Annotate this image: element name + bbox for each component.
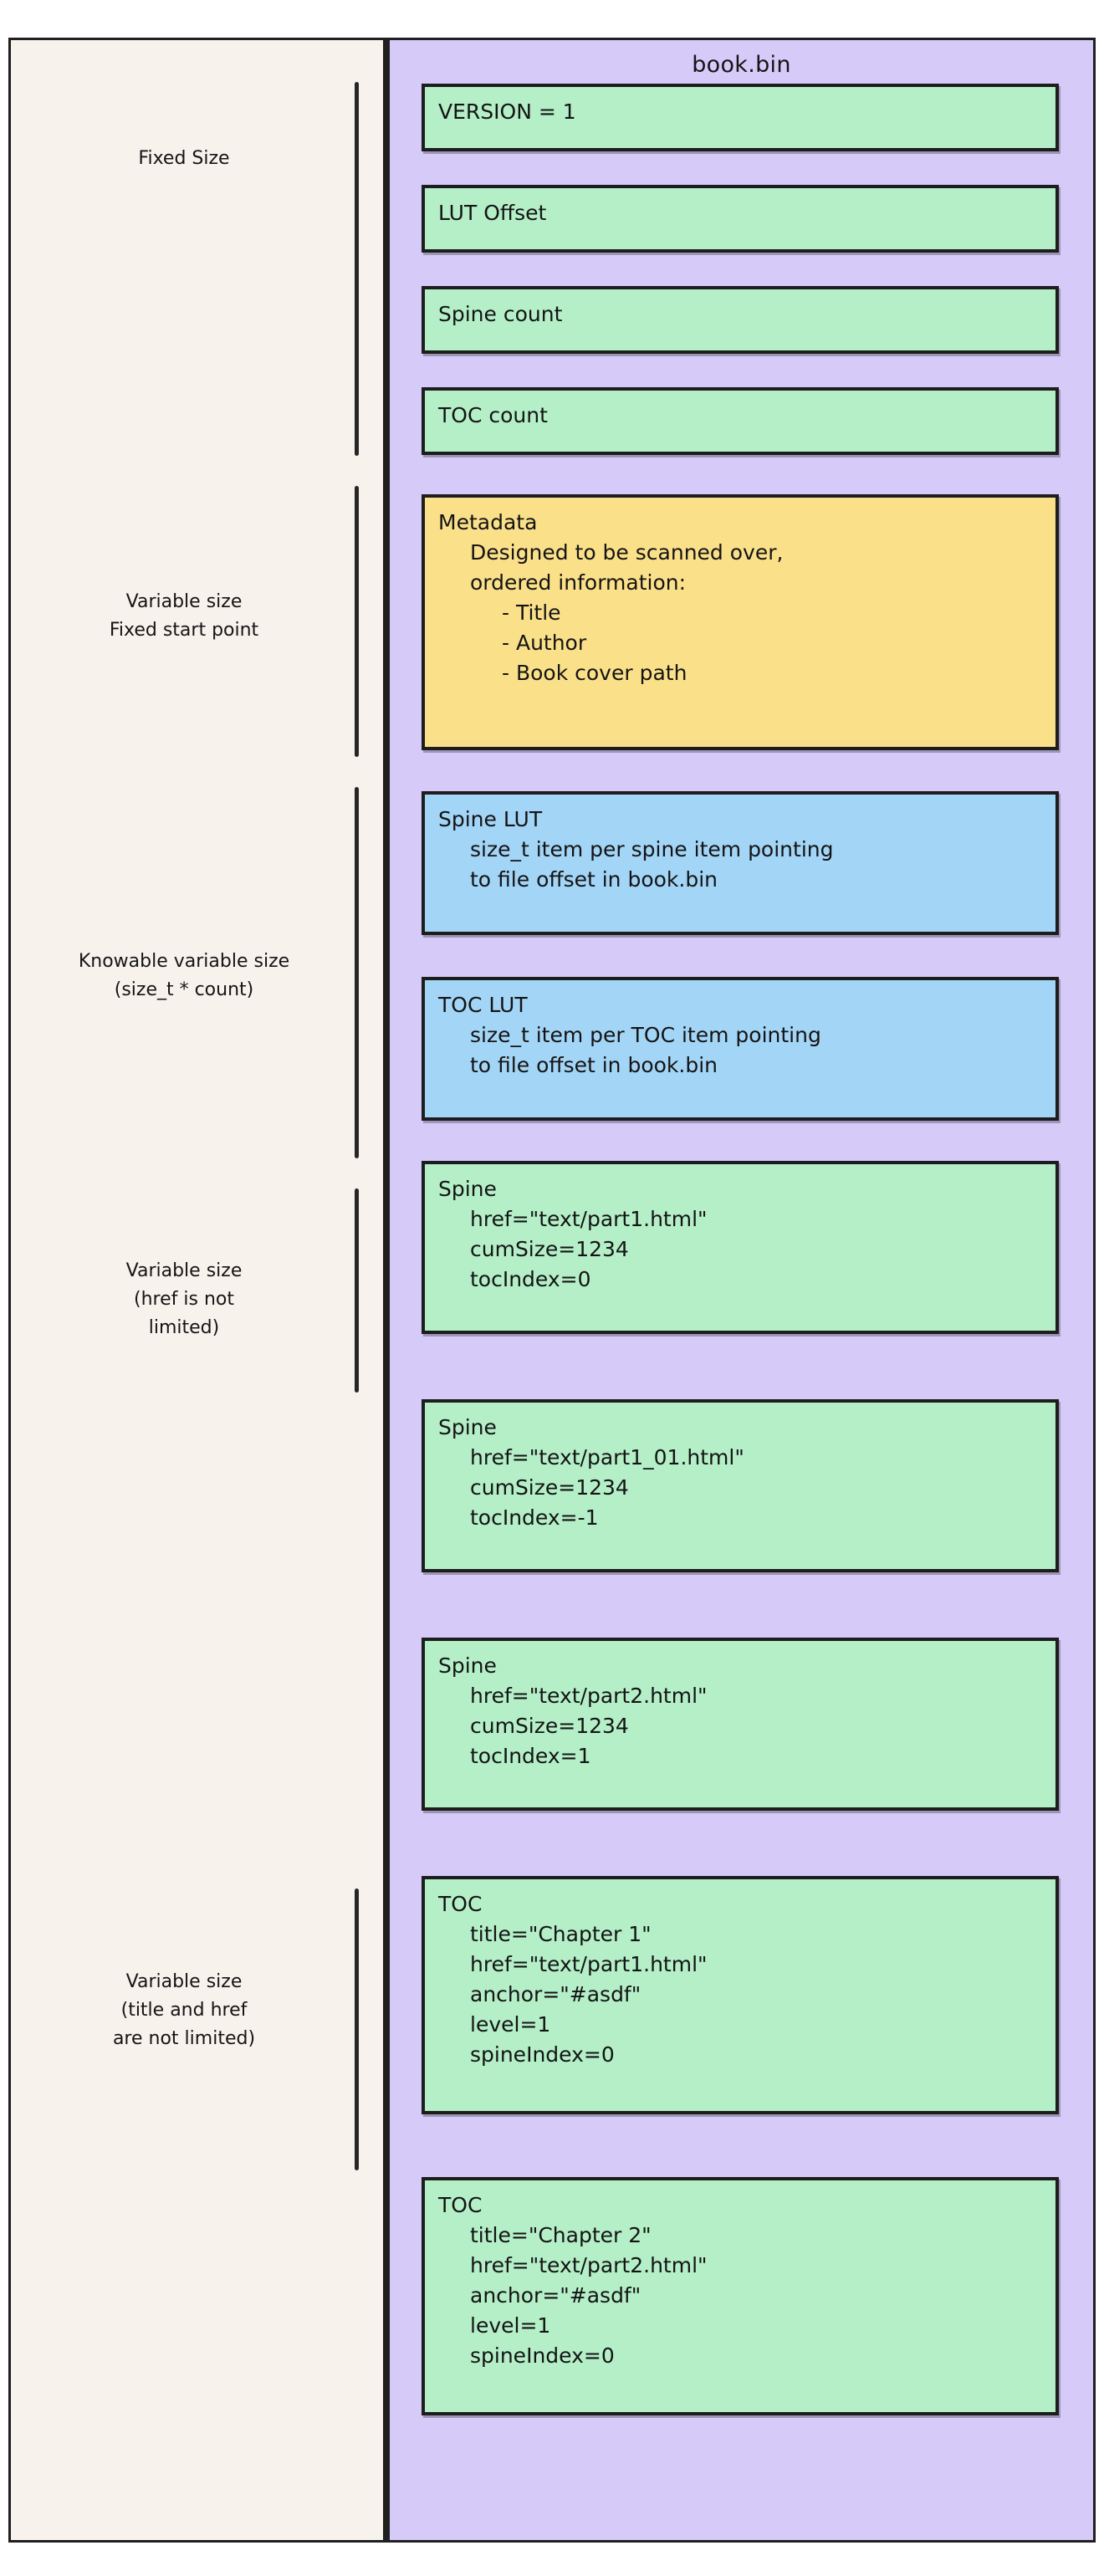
group-label-line: limited) [148, 1317, 220, 1338]
block-header: Spine LUT [438, 807, 543, 831]
group-label-line: Variable size [125, 1971, 243, 1992]
bracket-variable-fixed-start [355, 486, 359, 757]
group-label-line: (size_t * count) [114, 979, 254, 1000]
block-bullet: - Title [502, 601, 561, 625]
block-field: spineIndex=0 [470, 2343, 615, 2368]
group-label-variable-fixed-start: Variable size Fixed start point [21, 588, 347, 645]
group-label-knowable-variable: Knowable variable size (size_t * count) [21, 948, 347, 1004]
block-header: Spine count [438, 302, 563, 326]
block-header: Spine [438, 1177, 497, 1201]
block-field: title="Chapter 2" [470, 2223, 652, 2247]
block-body-line: size_t item per TOC item pointing [470, 1023, 821, 1047]
block-spine-count: Spine count [422, 286, 1059, 354]
block-spine-2: Spine href="text/part1_01.html" cumSize=… [422, 1399, 1059, 1572]
bracket-variable-title-href [355, 1889, 359, 2170]
block-field: tocIndex=0 [470, 1267, 591, 1291]
block-field: cumSize=1234 [470, 1237, 629, 1261]
block-field: anchor="#asdf" [470, 2283, 641, 2308]
bracket-fixed-size [355, 82, 359, 456]
block-spine-3: Spine href="text/part2.html" cumSize=123… [422, 1638, 1059, 1811]
block-body-line: size_t item per spine item pointing [470, 837, 834, 861]
block-field: href="text/part1.html" [470, 1952, 708, 1976]
block-toc-2: TOC title="Chapter 2" href="text/part2.h… [422, 2177, 1059, 2415]
group-label-variable-href: Variable size (href is not limited) [21, 1257, 347, 1342]
group-label-line: Variable size [125, 591, 243, 612]
block-field: tocIndex=1 [470, 1744, 591, 1768]
block-toc-count: TOC count [422, 387, 1059, 455]
block-header: TOC [438, 1892, 483, 1916]
block-header: TOC LUT [438, 993, 528, 1017]
block-toc-1: TOC title="Chapter 1" href="text/part1.h… [422, 1876, 1059, 2114]
group-label-line: are not limited) [112, 2028, 256, 2049]
block-field: title="Chapter 1" [470, 1922, 652, 1946]
group-label-line: (href is not [134, 1289, 234, 1310]
block-header: Metadata [438, 510, 538, 534]
block-spine-lut: Spine LUT size_t item per spine item poi… [422, 791, 1059, 935]
block-field: level=1 [470, 2012, 551, 2037]
block-field: href="text/part1.html" [470, 1207, 708, 1231]
file-title: book.bin [692, 52, 791, 78]
block-bullet: - Author [502, 631, 587, 655]
group-label-line: Variable size [125, 1260, 243, 1281]
block-field: cumSize=1234 [470, 1714, 629, 1738]
block-header: LUT Offset [438, 201, 547, 225]
block-header: TOC [438, 2193, 483, 2217]
explanation-panel: Fixed Size Variable size Fixed start poi… [8, 38, 386, 2543]
block-toc-lut: TOC LUT size_t item per TOC item pointin… [422, 977, 1059, 1121]
block-body-line: Designed to be scanned over, [470, 540, 784, 565]
block-header: TOC count [438, 403, 548, 427]
file-format-diagram: Fixed Size Variable size Fixed start poi… [8, 38, 1096, 2543]
bracket-knowable-variable [355, 787, 359, 1158]
block-field: level=1 [470, 2313, 551, 2338]
bracket-variable-href [355, 1188, 359, 1393]
block-field: href="text/part2.html" [470, 2253, 708, 2277]
block-field: cumSize=1234 [470, 1475, 629, 1500]
block-header: Spine [438, 1653, 497, 1678]
block-bullet: - Book cover path [502, 661, 687, 685]
block-field: tocIndex=-1 [470, 1505, 599, 1530]
group-label-line: Fixed start point [109, 620, 259, 641]
group-label-line: Fixed Size [138, 148, 230, 169]
group-label-line: Knowable variable size [78, 951, 290, 972]
group-label-fixed-size: Fixed Size [21, 145, 347, 173]
block-header: Spine [438, 1415, 497, 1439]
block-field: anchor="#asdf" [470, 1982, 641, 2006]
block-spine-1: Spine href="text/part1.html" cumSize=123… [422, 1161, 1059, 1334]
block-metadata: Metadata Designed to be scanned over, or… [422, 494, 1059, 750]
block-field: href="text/part2.html" [470, 1684, 708, 1708]
block-field: spineIndex=0 [470, 2042, 615, 2067]
block-version: VERSION = 1 [422, 84, 1059, 151]
block-body-line: to file offset in book.bin [470, 1053, 718, 1077]
block-body-line: ordered information: [470, 570, 687, 595]
block-body-line: to file offset in book.bin [470, 867, 718, 892]
block-header: VERSION = 1 [438, 100, 576, 124]
block-lut-offset: LUT Offset [422, 185, 1059, 253]
group-label-line: (title and href [120, 2000, 248, 2021]
file-panel: book.bin VERSION = 1 LUT Offset Spine co… [386, 38, 1096, 2543]
group-label-variable-title-href: Variable size (title and href are not li… [21, 1968, 347, 2053]
block-field: href="text/part1_01.html" [470, 1445, 744, 1469]
